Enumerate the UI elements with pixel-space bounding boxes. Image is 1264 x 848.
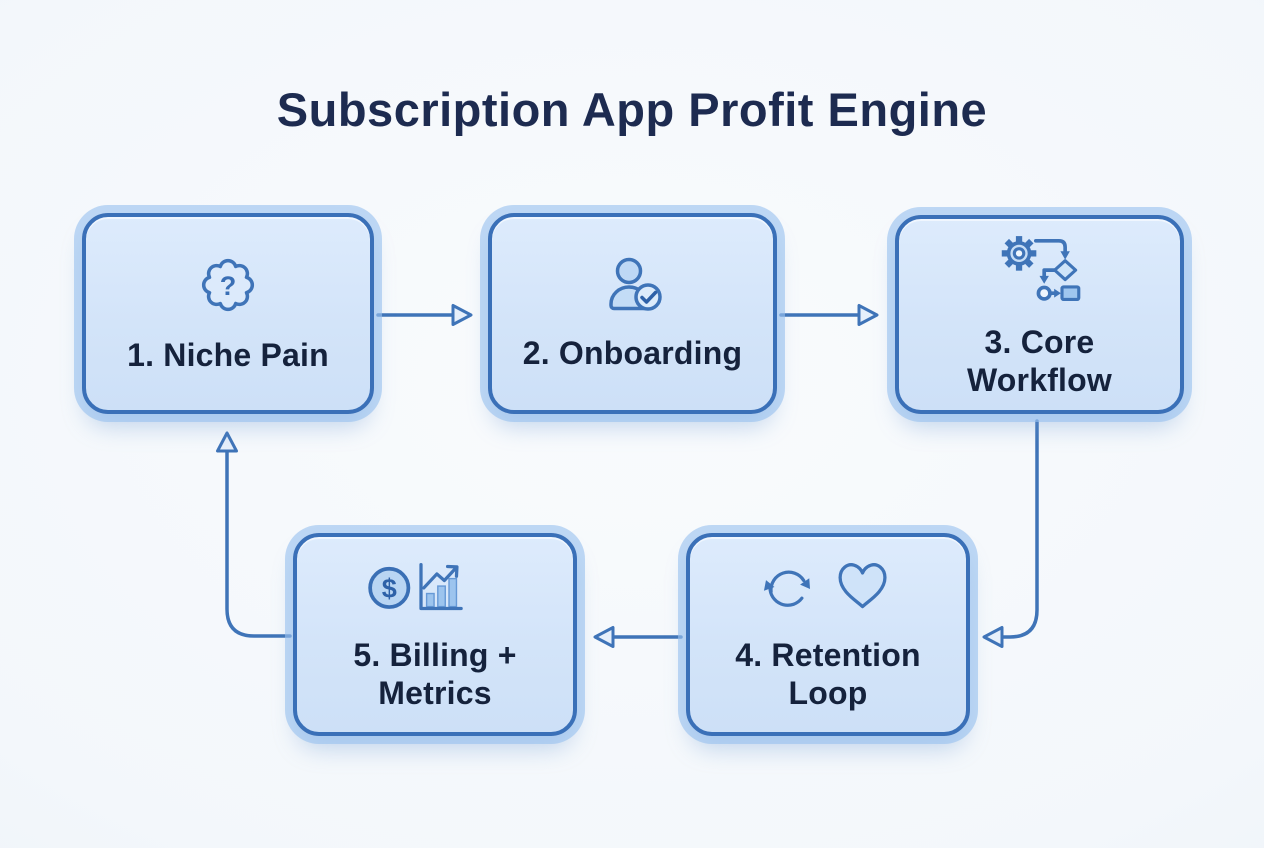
box-icons: ? bbox=[196, 253, 260, 317]
box-icons bbox=[758, 557, 898, 617]
gear-flowchart-icon bbox=[1001, 235, 1080, 301]
connector-arrow-5-1 bbox=[216, 431, 292, 638]
box-icons bbox=[601, 255, 665, 315]
question-mark-glyph: ? bbox=[220, 271, 237, 301]
flow-box-billing-metrics: $ 5. Billing + Metrics bbox=[293, 533, 577, 736]
flow-box-core-workflow: 3. Core Workflow bbox=[895, 215, 1184, 414]
bar-chart-icon bbox=[419, 562, 463, 610]
connector-arrow-1-2 bbox=[376, 304, 473, 326]
flow-box-label: 4. Retention Loop bbox=[735, 636, 921, 711]
connector-arrow-4-5 bbox=[593, 626, 683, 648]
user-check-icon bbox=[608, 257, 662, 311]
flow-box-label: 3. Core Workflow bbox=[966, 323, 1112, 398]
box-icons: $ bbox=[365, 557, 505, 617]
connector-arrow-3-4 bbox=[982, 419, 1039, 648]
heart-icon bbox=[838, 562, 887, 608]
flow-box-niche-pain: ? 1. Niche Pain bbox=[82, 213, 374, 414]
brain-question-icon: ? bbox=[202, 258, 254, 311]
dollar-chart-icon: $ bbox=[368, 562, 463, 610]
flow-box-onboarding: 2. Onboarding bbox=[488, 213, 777, 414]
dollar-sign-glyph: $ bbox=[382, 573, 397, 603]
connector-arrow-2-3 bbox=[779, 304, 879, 326]
refresh-heart-icon bbox=[763, 562, 887, 608]
flow-box-label: 5. Billing + Metrics bbox=[353, 636, 517, 711]
box-icons bbox=[996, 230, 1084, 304]
flow-box-retention-loop: 4. Retention Loop bbox=[686, 533, 970, 736]
flow-box-label: 1. Niche Pain bbox=[127, 336, 329, 373]
refresh-icon bbox=[763, 570, 811, 607]
flow-box-label: 2. Onboarding bbox=[522, 334, 743, 371]
diagram-title: Subscription App Profit Engine bbox=[276, 83, 988, 136]
dollar-icon: $ bbox=[368, 566, 411, 609]
